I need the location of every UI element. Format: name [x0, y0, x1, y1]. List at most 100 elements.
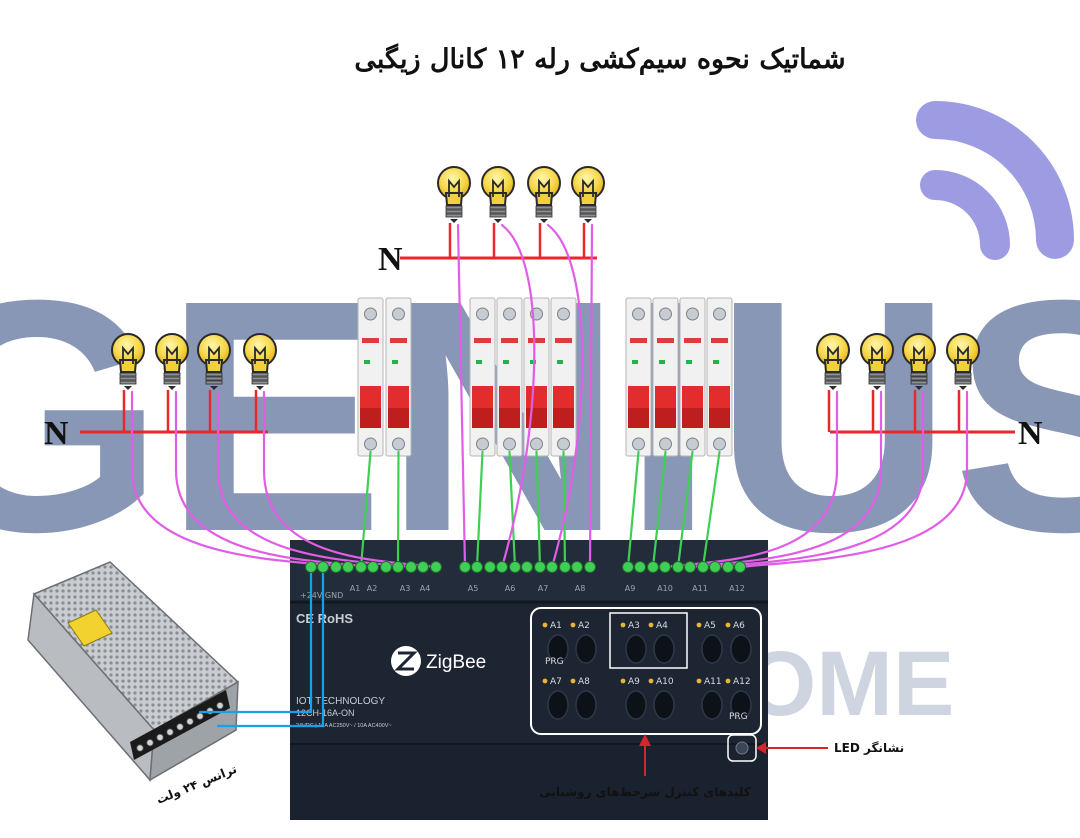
screw-terminal: [622, 561, 634, 573]
breaker-screw-bottom: [530, 437, 543, 451]
screw-terminal: [430, 561, 442, 573]
neutral-label-top: N: [378, 241, 403, 278]
screw-terminal: [496, 561, 508, 573]
screw-terminal: [571, 561, 583, 573]
circuit-breaker: [625, 297, 652, 457]
screw-terminal: [634, 561, 646, 573]
breaker-indicator: [392, 360, 398, 364]
breaker-toggle-lower: [628, 408, 649, 428]
breaker-indicator: [476, 360, 482, 364]
breaker-screw-top: [713, 307, 726, 321]
psu-screws: [136, 701, 224, 752]
breaker-screw-top: [686, 307, 699, 321]
breaker-to-relay-wire: [651, 450, 667, 569]
rating-label: 24VDC | 16A AC250V~ / 10A AC400V~: [296, 723, 392, 729]
control-key-label: A10: [656, 677, 674, 687]
neutral-label-left: N: [44, 415, 69, 452]
control-key-label: A4: [656, 621, 668, 631]
bulb-neck: [118, 359, 138, 373]
breaker-screw-bottom: [503, 437, 516, 451]
terminal-label: A9: [625, 584, 636, 593]
bulb-base-ring: [205, 380, 223, 385]
breaker-toggle: [526, 386, 547, 408]
bulb-filament: [913, 345, 925, 364]
prg-label: PRG: [729, 712, 748, 722]
breaker-screw-bottom: [686, 437, 699, 451]
control-key-button: [653, 634, 675, 664]
light-bulb-icon: [243, 333, 277, 390]
bulb-base-ring: [489, 205, 507, 210]
control-keys-callout: کلیدهای کنترل سرخط‌های روشنایی: [539, 734, 751, 800]
screw-terminal: [559, 561, 571, 573]
terminals: [305, 561, 746, 573]
breaker-screw-bottom: [392, 437, 405, 451]
bulb-neck: [488, 192, 508, 206]
breaker-indicator: [503, 360, 509, 364]
control-key-label: A12: [733, 677, 751, 687]
breaker-screw-bottom: [713, 437, 726, 451]
control-key-label: A11: [704, 677, 722, 687]
breaker-toggle: [628, 386, 649, 408]
wifi-arc-icon: [916, 101, 1074, 259]
circuit-breaker: [523, 297, 550, 457]
lamp-group: [111, 166, 980, 432]
maker-label: IOT TECHNOLOGY: [296, 696, 385, 707]
bulb-tip: [829, 386, 837, 390]
breaker-screw-bottom: [632, 437, 645, 451]
breaker-body: [357, 297, 384, 457]
bulb-tip: [124, 386, 132, 390]
screw-terminal: [330, 561, 342, 573]
bulb-neck: [578, 192, 598, 206]
arrow-left-icon: [756, 742, 766, 754]
bulb-base-ring: [579, 205, 597, 210]
terminal-label: A12: [729, 584, 745, 593]
control-key-button: [730, 634, 752, 664]
bulb-base-ring: [910, 376, 928, 381]
breaker-to-relay-wire: [676, 450, 694, 569]
circuit-breaker: [496, 297, 523, 457]
light-bulb-icon: [155, 333, 189, 390]
light-bulb-icon: [481, 166, 515, 223]
bulb-base-ring: [163, 372, 181, 377]
light-bulb-icon: [946, 333, 980, 390]
led-indicator-icon: [735, 741, 749, 755]
control-key-label: A5: [704, 621, 716, 631]
breaker-to-relay-wire: [701, 450, 721, 569]
channel-status-dot: [620, 622, 626, 628]
channel-status-dot: [725, 622, 731, 628]
breaker-toggle-lower: [655, 408, 676, 428]
bulb-filament: [166, 345, 178, 364]
breaker-indicator: [632, 360, 638, 364]
bulb-base-ring: [251, 376, 269, 381]
control-key-label: A6: [733, 621, 745, 631]
breaker-screw-top: [557, 307, 570, 321]
control-key-button: [653, 690, 675, 720]
control-key-label: A9: [628, 677, 640, 687]
terminal-label: A4: [420, 584, 431, 593]
screw-terminal: [534, 561, 546, 573]
bulb-base-ring: [535, 205, 553, 210]
screw-terminal: [734, 561, 746, 573]
breaker-body: [523, 297, 550, 457]
circuit-breaker: [385, 297, 412, 457]
bulb-base-ring: [535, 209, 553, 214]
bulb-base-ring: [954, 372, 972, 377]
breaker-toggle-lower: [553, 408, 574, 428]
power-plus-wire: [198, 565, 313, 714]
zigbee-logo: ZigBee: [391, 646, 486, 676]
breaker-indicator: [686, 360, 692, 364]
bulb-base-ring: [910, 380, 928, 385]
breaker-body: [706, 297, 733, 457]
terminal-label: A2: [367, 584, 378, 593]
bulb-base-ring: [119, 380, 137, 385]
bulb-base-ring: [163, 380, 181, 385]
light-bulb-icon: [111, 333, 145, 390]
control-key-button: [625, 690, 647, 720]
screw-terminal: [367, 561, 379, 573]
breaker-indicator: [530, 360, 536, 364]
breaker-body: [385, 297, 412, 457]
bulb-filament: [871, 345, 883, 364]
breaker-toggle: [472, 386, 493, 408]
circuit-breaker: [706, 297, 733, 457]
